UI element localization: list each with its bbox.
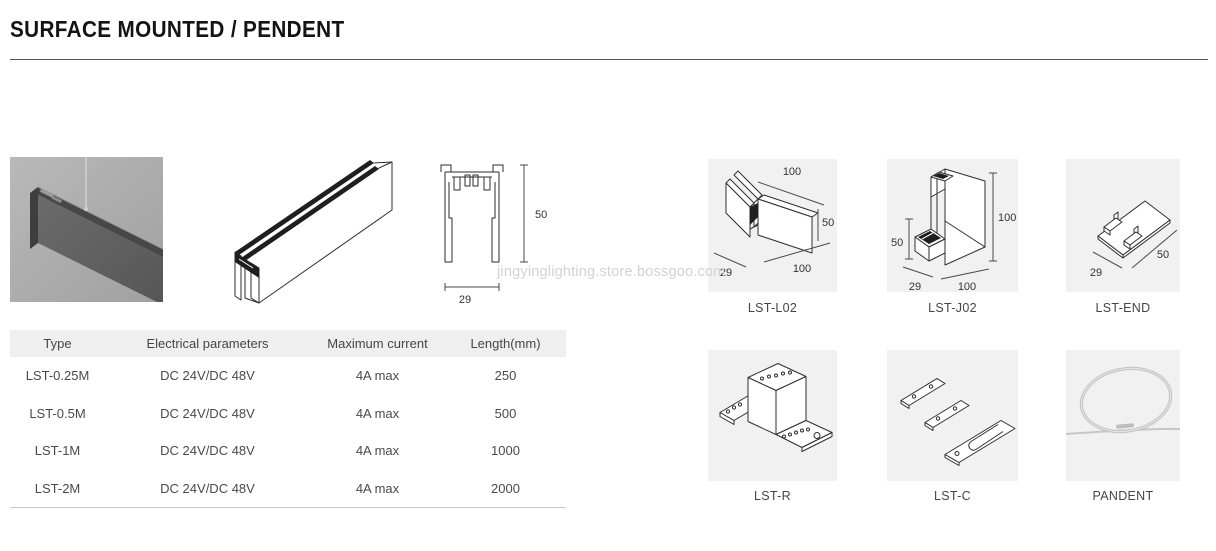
accessory-label-lst-end: LST-END [1095,301,1151,315]
dimension-label: 50 [535,209,547,221]
cell-length: 500 [494,405,517,421]
header-cell-type: Type [43,336,72,351]
lst-end-art: 29 50 [1090,200,1178,279]
cell-length: 1000 [491,443,520,459]
dimension-label: 100 [793,263,811,275]
cross-section-art: 50 29 [440,164,547,306]
spec-table: Type Electrical parameters Maximum curre… [10,330,566,508]
dimension-label: 50 [891,237,903,249]
table-row: LST-0.5M DC 24V/DC 48V 4A max 500 [10,395,566,433]
watermark: jingyinglighting.store.bossgoo.com [497,264,726,280]
pendant-profile-photo-art [10,157,163,302]
cell-electrical: DC 24V/DC 48V [160,480,255,496]
cell-length: 250 [494,368,517,384]
header-cell-length: Length(mm) [470,336,541,351]
dimension-label: 29 [459,294,471,306]
profile-3d-drawing [233,147,411,309]
cell-type: LST-2M [34,480,81,496]
dimension-label: 29 [720,267,732,279]
lst-j02-art: 50 100 29 100 [891,168,1016,292]
dimension-label: 50 [822,217,834,229]
dimension-label: 100 [958,281,976,292]
cell-electrical: DC 24V/DC 48V [160,443,255,459]
table-row: LST-0.25M DC 24V/DC 48V 4A max 250 [10,357,566,395]
accessory-card-pendant [1066,350,1180,481]
lst-l02-art: 100 50 100 29 [713,166,834,279]
profile-3d-art [234,160,393,304]
table-header-row: Type Electrical parameters Maximum curre… [10,330,566,357]
cell-current: 4A max [355,405,400,421]
accessory-card-lst-end: 29 50 [1066,159,1180,292]
header-cell-current: Maximum current [327,336,428,351]
page-title: SURFACE MOUNTED / PENDENT [10,16,345,42]
table-row: LST-2M DC 24V/DC 48V 4A max 2000 [10,470,566,508]
table-body: LST-0.25M DC 24V/DC 48V 4A max 250 LST-0… [10,357,566,508]
cell-current: 4A max [355,443,400,459]
accessory-card-lst-c [887,350,1018,481]
dimension-label: 29 [909,281,921,292]
cell-electrical: DC 24V/DC 48V [160,368,255,384]
dimension-label: 50 [1157,249,1169,261]
dimension-label: 29 [1090,267,1102,279]
cell-length: 2000 [491,480,520,496]
product-photo [10,157,163,302]
accessory-label-pendant: PANDENT [1092,489,1154,503]
cell-type: LST-0.25M [25,368,90,384]
dimension-label: 100 [998,212,1016,224]
accessory-label-lst-j02: LST-J02 [928,301,977,315]
title-underline [10,59,1208,60]
cell-electrical: DC 24V/DC 48V [160,405,255,421]
cell-current: 4A max [355,480,400,496]
table-row: LST-1M DC 24V/DC 48V 4A max 1000 [10,432,566,470]
lst-r-art [719,363,833,452]
cross-section-drawing: 50 29 [438,156,558,308]
dimension-label: 100 [783,166,801,178]
accessory-label-lst-l02: LST-L02 [747,301,798,315]
lst-c-art [900,378,1016,466]
cell-current: 4A max [355,368,400,384]
accessory-card-lst-r [708,350,837,481]
cell-type: LST-1M [34,443,81,459]
accessory-label-lst-c: LST-C [934,489,971,503]
accessory-card-lst-j02: 50 100 29 100 [887,159,1018,292]
cell-type: LST-0.5M [29,405,86,421]
pendant-wire-photo-art [1066,366,1180,435]
accessory-label-lst-r: LST-R [754,489,791,503]
accessory-card-lst-l02: 100 50 100 29 [708,159,837,292]
header-cell-electrical: Electrical parameters [146,336,269,351]
